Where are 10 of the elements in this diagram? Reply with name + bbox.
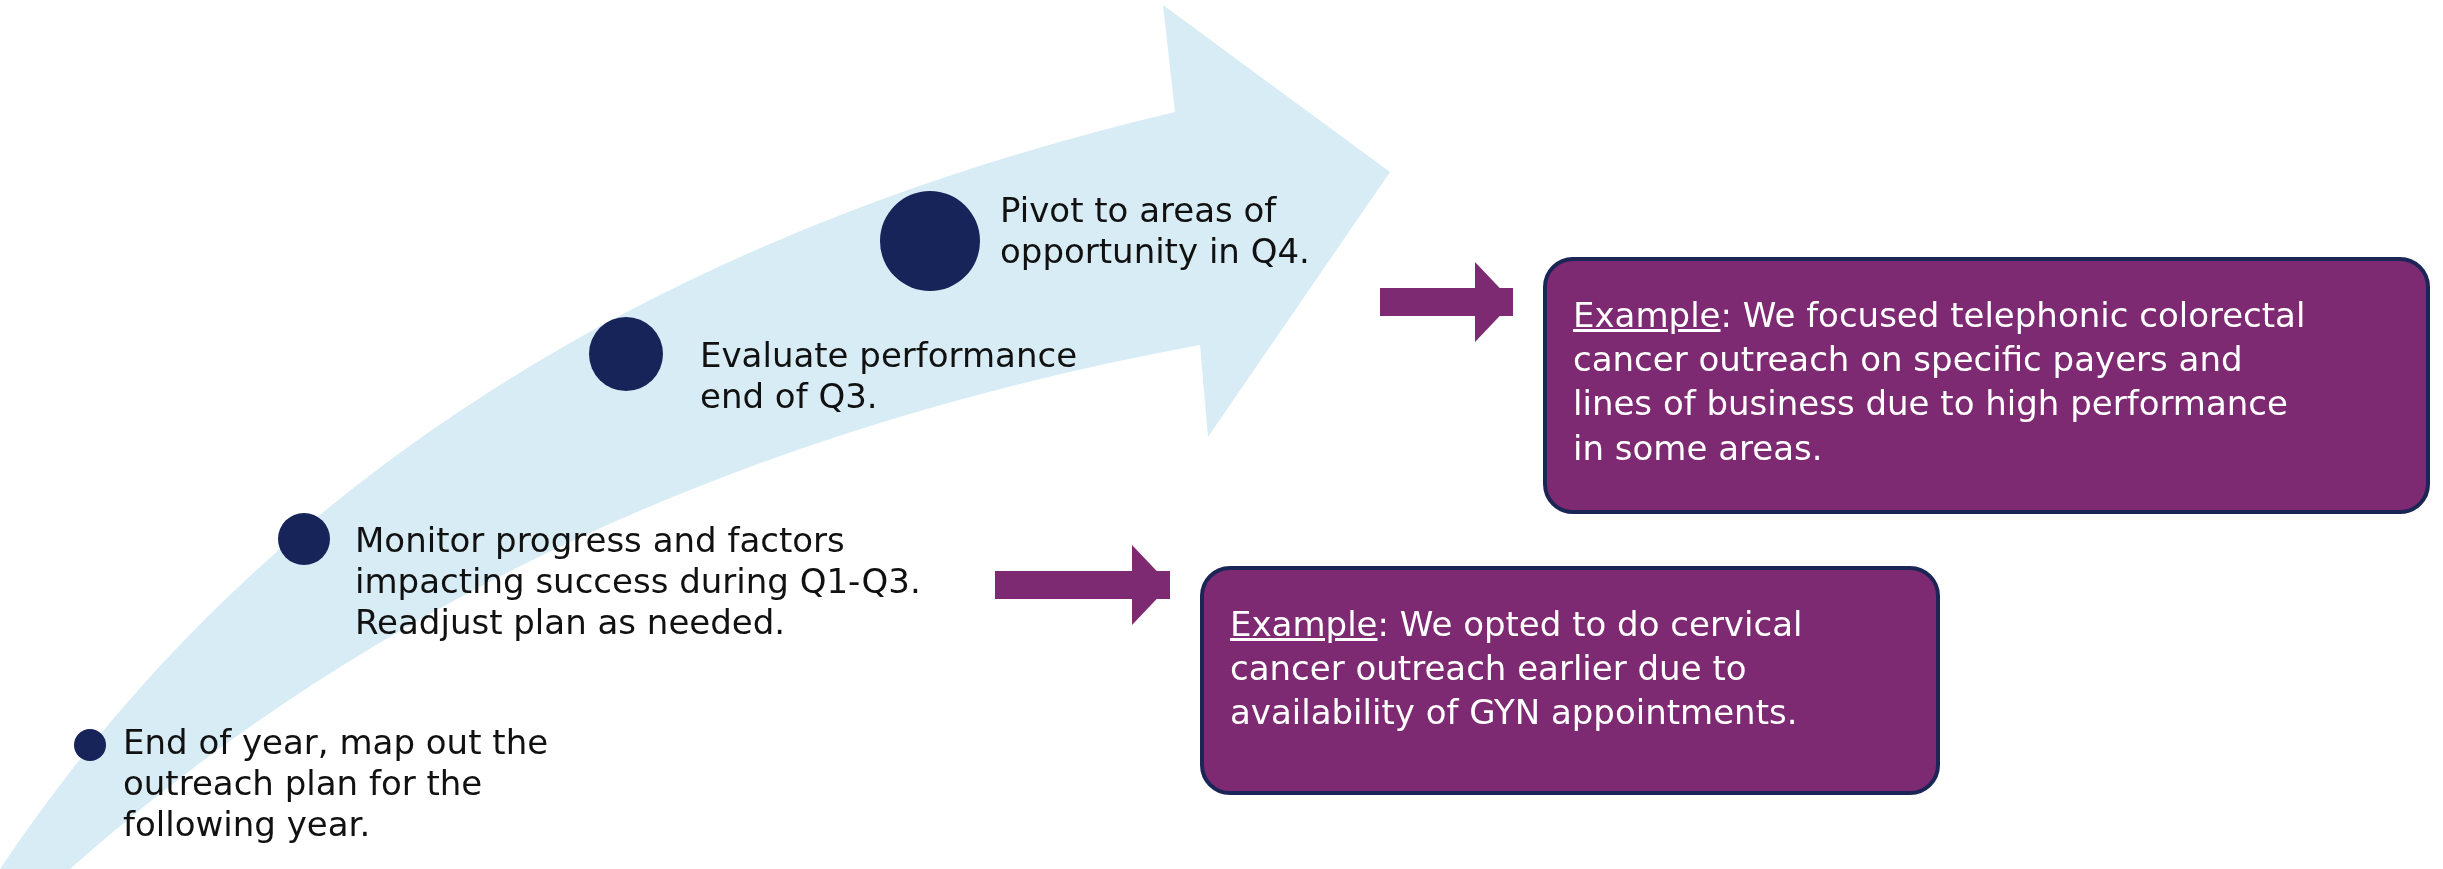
step-text: Evaluate performance end of Q3. [700, 335, 1120, 417]
arrow [995, 545, 1170, 625]
example-box [1543, 257, 2430, 514]
step-text: End of year, map out the outreach plan for the following year. [123, 722, 563, 845]
example-box [1200, 566, 1940, 795]
arrow [1380, 262, 1513, 342]
step-text: Pivot to areas of opportunity in Q4. [1000, 190, 1380, 272]
example-text: Example: We focused telephonic colorectal cancer outreach on specific payers and lines of business due to high performance in some areas. [1573, 294, 2307, 470]
step-text: Monitor progress and factors impacting success during Q1-Q3. Readjust plan as needed. [355, 520, 995, 643]
example-text: Example: We opted to do cervical cancer outreach earlier due to availability of GYN appointments. [1230, 603, 1804, 735]
